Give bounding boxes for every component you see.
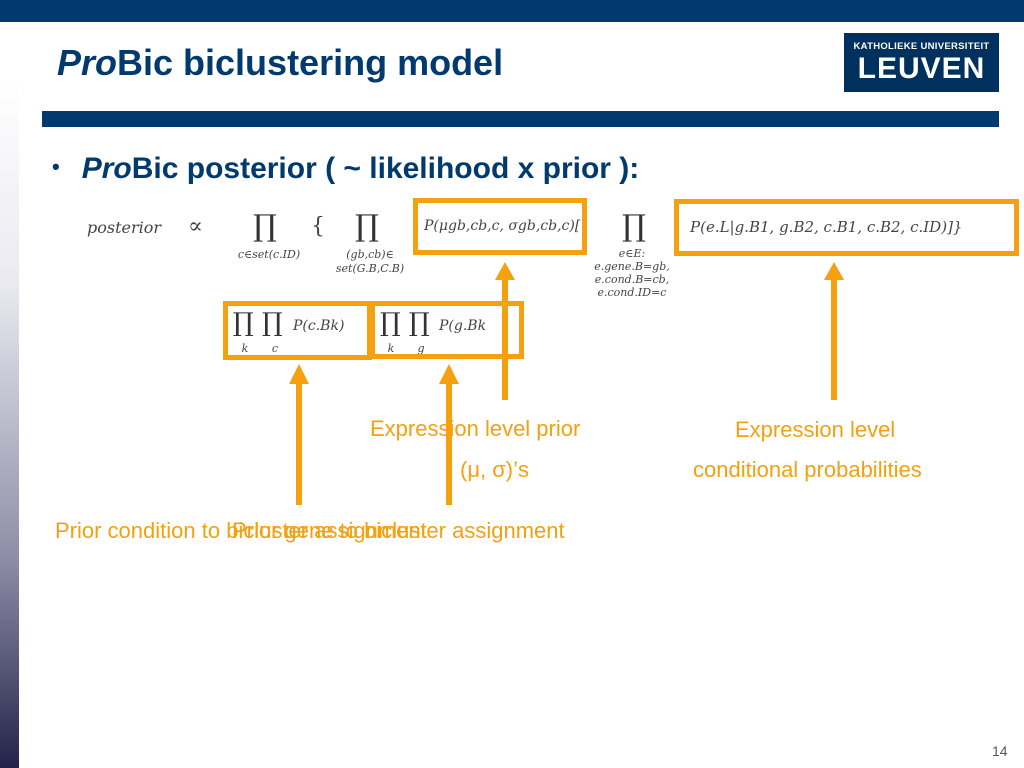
formula-propto: ∝: [188, 214, 203, 239]
university-logo: KATHOLIEKE UNIVERSITEIT LEUVEN: [844, 33, 999, 92]
bullet-text: Bic posterior ( ~ likelihood x prior ):: [131, 152, 640, 185]
formula-prod-2: ∏: [355, 209, 379, 244]
formula-prod-1: ∏: [253, 209, 277, 244]
formula-sub-c: c: [271, 342, 279, 355]
formula-prod-k1: ∏: [233, 308, 254, 338]
formula-sub-g: g: [417, 342, 425, 355]
arrowhead-prior-gene: [439, 364, 459, 384]
arrowhead-prior-condition: [289, 364, 309, 384]
formula-sub-3d: e.cond.ID=c: [597, 286, 667, 299]
title-rest: Bic biclustering model: [117, 42, 504, 83]
formula-term-cond: P(e.L|g.B1, g.B2, c.B1, c.B2, c.ID)]}: [690, 218, 963, 236]
formula-term-prior: P(μgb,cb,c, σgb,cb,c)[: [424, 218, 581, 234]
highlight-box-prior: [413, 198, 587, 255]
header-rule: [42, 111, 999, 127]
bullet-marker: •: [52, 154, 60, 179]
arrowhead-expression-cond: [824, 262, 844, 280]
label-expression-prior-line2: (μ, σ)’s: [460, 457, 530, 482]
label-prior-condition: Prior condition to bicluster assignment: [55, 518, 427, 543]
formula-sub-2b: set(G.B,C.B): [335, 262, 405, 275]
bullet-italic: Pro: [81, 152, 132, 185]
formula-term-cluster-g: P(g.Bk: [439, 318, 487, 334]
formula-sub-3c: e.cond.B=cb,: [594, 273, 670, 286]
page-number: 14: [992, 743, 1008, 759]
formula-sub-k2: k: [387, 342, 395, 355]
formula-sub-2a: (gb,cb)∈: [346, 248, 394, 261]
formula-prod-g: ∏: [409, 308, 430, 338]
slide-title: ProBic biclustering model: [57, 42, 503, 84]
formula-posterior: posterior: [87, 218, 162, 237]
top-bar: [0, 0, 1024, 22]
formula-prod-3: ∏: [622, 209, 646, 244]
formula-prod-c: ∏: [262, 308, 283, 338]
bullet-point: • ProBic posterior ( ~ likelihood x prior…: [52, 152, 639, 186]
left-gradient-bar: [0, 80, 19, 768]
label-expression-cond-line2: conditional probabilities: [693, 457, 922, 482]
label-expression-cond-line1: Expression level: [735, 417, 896, 442]
title-italic: Pro: [57, 42, 118, 83]
highlight-box-cond: [674, 199, 1019, 256]
formula-term-cluster-c: P(c.Bk): [293, 318, 345, 334]
highlight-box-cond-cluster: [223, 301, 372, 360]
highlight-box-gene-cluster: [370, 301, 524, 359]
logo-line2: LEUVEN: [857, 52, 986, 85]
formula-sub-3a: e∈E:: [618, 247, 646, 260]
logo-line1: KATHOLIEKE UNIVERSITEIT: [853, 41, 990, 52]
formula-prod-k2: ∏: [380, 308, 401, 338]
formula-brace: {: [311, 214, 325, 239]
label-expression-prior-line1: Expression level prior: [370, 416, 581, 441]
label-prior-gene: Prior gene to bicluster assignment: [232, 518, 565, 543]
formula-sub-1: c∈set(c.ID): [237, 248, 301, 261]
arrowhead-expression-prior: [495, 262, 515, 280]
formula-sub-3b: e.gene.B=gb,: [594, 260, 670, 273]
formula-sub-k1: k: [241, 342, 249, 355]
